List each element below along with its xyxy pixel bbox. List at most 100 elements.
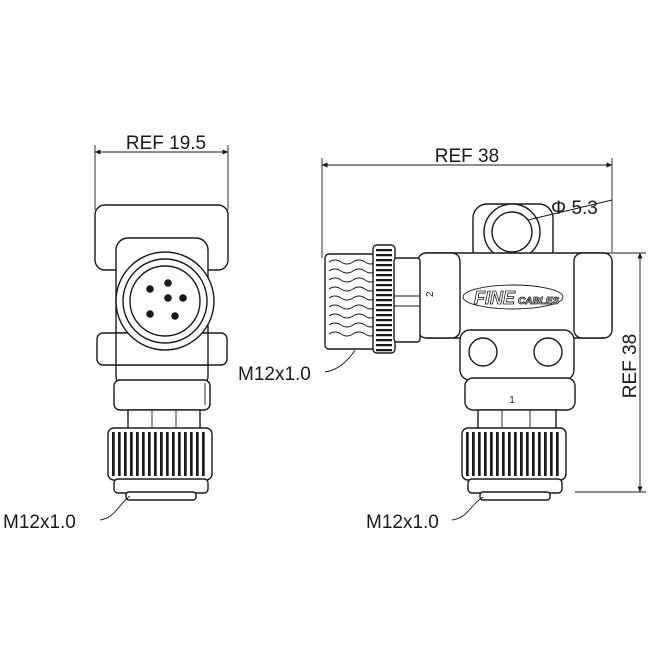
left-knurl-pattern	[376, 249, 392, 352]
mount-hole	[491, 211, 533, 253]
knurl-ridge	[124, 432, 127, 476]
front-thread-label: M12x1.0	[3, 512, 76, 533]
knurl-ridge	[538, 432, 541, 476]
knurl-ridge	[160, 432, 163, 476]
front-lower-neck	[113, 379, 211, 411]
knurl-ridge	[142, 432, 145, 476]
knurl-ridge	[466, 432, 469, 476]
knurl-ridge	[376, 279, 392, 282]
knurl-ridge	[376, 309, 392, 312]
knurl-ridge	[376, 349, 392, 352]
thread-ridge	[328, 295, 376, 301]
side-lower-body	[459, 329, 575, 381]
left-thread-label: M12x1.0	[238, 364, 311, 385]
knurl-ridge	[166, 432, 169, 476]
bottom-thread-label: M12x1.0	[366, 512, 439, 533]
hole-leader	[527, 199, 613, 221]
front-thread-leader	[99, 495, 131, 521]
knurl-ridge	[130, 432, 133, 476]
knurl-ridge	[514, 432, 517, 476]
side-right-collar	[573, 252, 613, 339]
side-nut-bottom	[467, 478, 563, 494]
side-view: REF 38 REF 38 Φ 5.3 2 FINE CABLES 1	[238, 146, 646, 533]
knurl-ridge	[490, 432, 493, 476]
thread-ridge	[328, 286, 376, 292]
port-1-label: 1	[509, 395, 515, 406]
knurl-ridge	[376, 269, 392, 272]
side-bump-left	[468, 337, 498, 367]
knurl-ridge	[112, 432, 115, 476]
knurl-ridge	[376, 259, 392, 262]
brand-main: FINE	[474, 288, 516, 308]
knurl-ridge	[190, 432, 193, 476]
knurl-ridge	[154, 432, 157, 476]
thread-ridge	[328, 331, 376, 337]
knurl-ridge	[550, 432, 553, 476]
side-length-label: REF 38	[435, 146, 499, 167]
knurl-ridge	[376, 324, 392, 327]
left-ring-collar	[393, 257, 421, 343]
front-width-label: REF 19.5	[126, 133, 206, 154]
knurl-ridge	[376, 314, 392, 317]
bottom-thread-leader	[451, 496, 484, 521]
knurl-ridge	[502, 432, 505, 476]
brand-sub: CABLES	[518, 296, 559, 307]
knurl-ridge	[472, 432, 475, 476]
side-lower-neck	[464, 377, 576, 411]
knurl-ridge	[196, 432, 199, 476]
front-connector-pins	[146, 279, 187, 320]
knurl-ridge	[376, 284, 392, 287]
side-height-label: REF 38	[620, 334, 641, 398]
knurl-ridge	[508, 432, 511, 476]
front-nut-bottom	[113, 478, 209, 494]
front-nut-tip	[125, 491, 197, 501]
side-nut-collar	[477, 409, 557, 431]
brand-logo: FINE CABLES	[462, 284, 564, 310]
knurl-ridge	[526, 432, 529, 476]
left-thread-pattern	[328, 259, 376, 337]
knurl-ridge	[376, 344, 392, 347]
front-connector-ring	[122, 258, 208, 344]
knurl-ridge	[376, 289, 392, 292]
knurl-ridge	[178, 432, 181, 476]
thread-ridge	[328, 259, 376, 265]
front-connector-face	[129, 265, 201, 337]
knurl-ridge	[484, 432, 487, 476]
front-nut-collar	[127, 409, 201, 431]
knurl-ridge	[376, 339, 392, 342]
left-thread-leader	[324, 349, 356, 373]
knurl-ridge	[172, 432, 175, 476]
knurl-ridge	[478, 432, 481, 476]
knurl-ridge	[376, 294, 392, 297]
knurl-ridge	[532, 432, 535, 476]
thread-ridge	[328, 277, 376, 283]
knurl-ridge	[202, 432, 205, 476]
knurl-ridge	[376, 334, 392, 337]
thread-ridge	[328, 322, 376, 328]
knurl-ridge	[184, 432, 187, 476]
thread-ridge	[328, 313, 376, 319]
knurl-ridge	[544, 432, 547, 476]
front-view: REF 19.5 M12x1.0	[3, 133, 229, 533]
knurl-ridge	[376, 264, 392, 267]
knurl-ridge	[376, 319, 392, 322]
knurl-ridge	[376, 249, 392, 252]
side-knurl-pattern	[466, 432, 559, 476]
knurl-ridge	[376, 329, 392, 332]
knurl-ridge	[376, 274, 392, 277]
thread-ridge	[328, 304, 376, 310]
knurl-ridge	[520, 432, 523, 476]
knurl-ridge	[148, 432, 151, 476]
hole-diameter-label: Φ 5.3	[551, 198, 598, 219]
side-bump-right	[533, 337, 563, 367]
knurl-ridge	[376, 299, 392, 302]
knurl-ridge	[136, 432, 139, 476]
knurl-ridge	[376, 304, 392, 307]
front-knurl-pattern	[112, 432, 205, 476]
port-2-label: 2	[425, 291, 436, 297]
side-nut-tip	[479, 491, 551, 501]
knurl-ridge	[118, 432, 121, 476]
knurl-ridge	[496, 432, 499, 476]
thread-ridge	[328, 268, 376, 274]
